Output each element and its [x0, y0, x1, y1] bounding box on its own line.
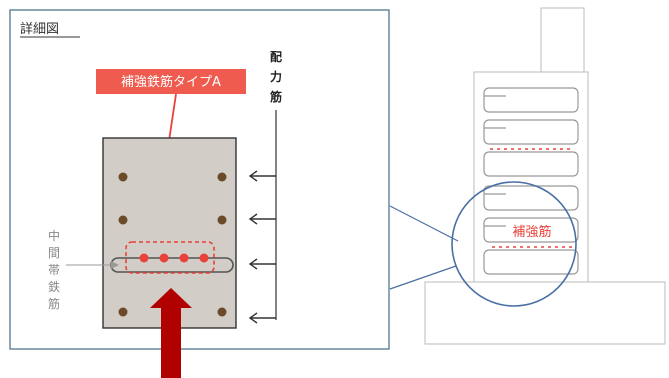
pier-footing	[424, 281, 666, 345]
distribution-char-3: 筋	[269, 89, 282, 104]
load-direction-arrow	[150, 288, 192, 378]
middle-hoop-char-3: 帯	[48, 263, 60, 277]
main-rebars	[118, 172, 227, 317]
pier-elevation	[424, 7, 666, 345]
pier-hoops	[483, 87, 579, 275]
type-a-highlight	[125, 241, 215, 274]
middle-hoop-char-2: 間	[48, 246, 60, 260]
pier-column-top	[540, 7, 585, 73]
reinforcement-label: 補強筋	[512, 224, 551, 240]
type-label-box	[96, 69, 246, 94]
distribution-arrows	[248, 170, 276, 324]
distribution-char-2: 力	[270, 69, 282, 84]
middle-hoop-char-5: 筋	[48, 296, 60, 311]
detail-panel-title: 詳細図	[20, 21, 59, 37]
reinforcement-bars-type-a	[139, 253, 209, 263]
middle-hoop-char-4: 鉄	[48, 279, 60, 294]
type-label-text: 補強鉄筋タイプA	[121, 74, 221, 90]
distribution-bar-label: 配 力 筋	[269, 49, 282, 104]
distribution-char-1: 配	[270, 49, 282, 64]
callout-connectors	[389, 205, 459, 290]
middle-hoop-leader-head	[111, 261, 119, 269]
middle-hoop-label: 中 間 帯 鉄 筋	[48, 228, 60, 311]
middle-hoop-char-1: 中	[48, 228, 60, 243]
callout-circle	[451, 181, 577, 307]
